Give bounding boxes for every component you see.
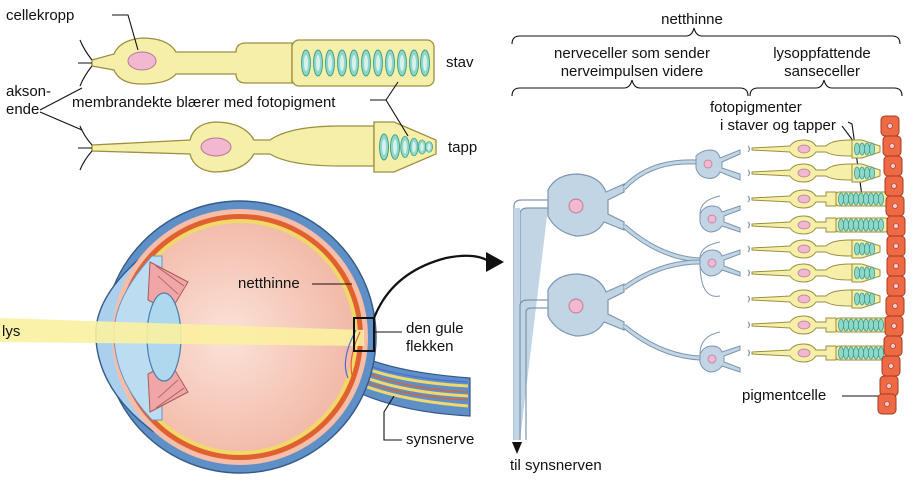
label-gule-1: den gule <box>406 320 464 337</box>
light-beam <box>0 318 364 346</box>
pigment-cells <box>877 115 906 415</box>
label-stav: stav <box>446 54 474 71</box>
retina-circuit <box>512 115 906 454</box>
label-tapp: tapp <box>448 139 477 156</box>
label-pigmentcelle: pigmentcelle <box>742 387 826 404</box>
label-akson-2: ende <box>6 101 39 118</box>
label-lys: lys <box>2 323 20 340</box>
rod-cell <box>78 37 435 87</box>
label-netthinne-top: netthinne <box>661 11 723 28</box>
label-akson-1: akson- <box>6 83 51 100</box>
label-fotopig-1: fotopigmenter <box>710 99 802 116</box>
label-gule-2: flekken <box>406 338 454 355</box>
label-til-synsnerven: til synsnerven <box>510 457 602 474</box>
zoom-arrow <box>372 254 491 319</box>
label-nerveceller-2: nerveimpulsen videre <box>561 63 704 80</box>
label-fotopig-2: i staver og tapper <box>720 117 836 134</box>
macula-box <box>353 317 375 352</box>
cone-nucleus <box>200 137 232 157</box>
label-lysopp-1: lysoppfattende <box>773 45 871 62</box>
label-synsnerve: synsnerve <box>406 431 474 448</box>
label-netthinne-eye: netthinne <box>238 275 300 292</box>
rod-nucleus <box>127 51 157 71</box>
label-membrandekte: membrandekte blærer med fotopigment <box>72 94 336 111</box>
label-nerveceller-1: nerveceller som sender <box>554 45 710 62</box>
label-lysopp-2: sanseceller <box>784 63 860 80</box>
label-cellekropp: cellekropp <box>6 7 74 24</box>
eye <box>0 200 471 474</box>
cone-cell <box>78 121 437 173</box>
